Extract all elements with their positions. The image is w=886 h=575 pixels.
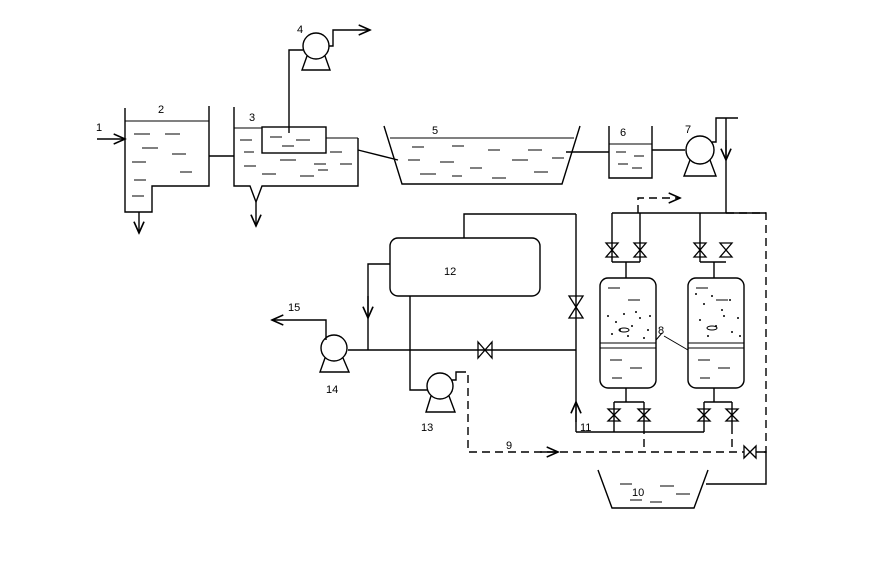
pipe-to-tank-10: [706, 451, 767, 485]
label-11: 11: [580, 422, 591, 434]
inlet-valve-4[interactable]: [718, 242, 734, 258]
bottom-header: [576, 388, 733, 433]
label-14: 14: [326, 384, 338, 396]
tank-6: [608, 126, 653, 179]
dashed-return-top: [637, 198, 680, 213]
pump-4: [288, 30, 370, 133]
dashed-line-9: [458, 371, 744, 453]
basin-5: [383, 125, 581, 185]
line-to-tank-12: [463, 213, 576, 238]
inlet-valve-3[interactable]: [692, 242, 708, 258]
outlet-valve-1[interactable]: [606, 408, 622, 422]
tank-10: [597, 469, 709, 509]
label-10: 10: [632, 487, 644, 499]
label-6: 6: [620, 127, 626, 139]
label-7: 7: [685, 124, 691, 136]
label-4: 4: [297, 24, 303, 36]
pump-13: [425, 371, 458, 413]
tank-12-outlet: [409, 296, 428, 391]
outlet-valve-3[interactable]: [696, 408, 712, 422]
tank-12: [389, 237, 541, 297]
label-13: 13: [421, 422, 433, 434]
label-1: 1: [96, 122, 102, 134]
tank-3: [233, 107, 359, 226]
dashed-line-right: [726, 212, 767, 453]
adsorber-column-left: [599, 277, 657, 389]
label-8-leader-right: [663, 335, 689, 351]
label-12: 12: [444, 266, 456, 278]
outlet-valve-4[interactable]: [724, 408, 740, 422]
inlet-valve-1[interactable]: [604, 242, 620, 258]
pump-14: [272, 320, 351, 373]
label-8: 8: [658, 325, 664, 337]
adsorber-column-right: [687, 277, 745, 389]
main-line-valve[interactable]: [477, 340, 493, 360]
label-3: 3: [249, 112, 255, 124]
label-2: 2: [158, 104, 164, 116]
label-8-leader-left: [655, 332, 663, 341]
top-header: [611, 212, 766, 278]
tank-12-overflow: [367, 263, 390, 350]
number-labels: 1 2 3 4 5 6 7 8 9 10 11 12 13 14 15: [96, 24, 691, 499]
pipe-3-5: [357, 149, 399, 161]
label-9: 9: [506, 440, 512, 452]
outlet-valve-2[interactable]: [636, 408, 652, 422]
label-5: 5: [432, 125, 438, 137]
tank-2: [124, 106, 210, 213]
inlet-valve-2[interactable]: [632, 242, 648, 258]
pump-7: [682, 117, 738, 213]
line-11-valve[interactable]: [567, 295, 585, 319]
drain-valve[interactable]: [743, 444, 757, 460]
label-15: 15: [288, 302, 300, 314]
